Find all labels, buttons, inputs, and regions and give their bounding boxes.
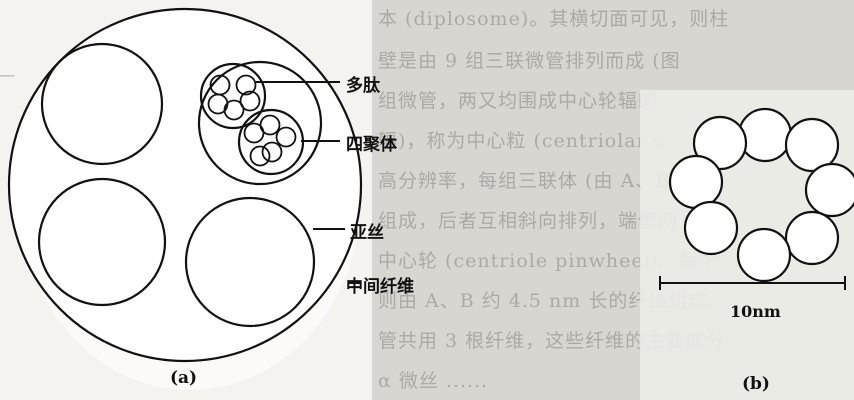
- label-tetramer: 四聚体: [346, 135, 397, 155]
- ring-circle-top-left: [692, 115, 748, 171]
- polypeptide-circle: [275, 126, 297, 148]
- polypeptide-circle: [239, 90, 261, 112]
- background-text-line: 壁是由 9 组三联微管排列而成 (图: [378, 50, 681, 72]
- polypeptide-circle: [249, 145, 271, 167]
- label-subfilament: 亚丝: [350, 223, 384, 243]
- ring-circle-bottom: [736, 227, 792, 283]
- left-background-text: 一: [0, 66, 17, 88]
- ring-circle-top: [737, 107, 793, 163]
- intermediate-filament-outer-circle: [7, 7, 363, 363]
- label-polypeptide: 多肽: [346, 76, 380, 96]
- figure-b: [668, 107, 854, 283]
- background-text-line: 本 (diplosome)。其横切面可见，则柱: [378, 8, 730, 30]
- background-text-line: α 微丝 ......: [378, 370, 489, 392]
- subfilament-circle-bottom-left: [37, 177, 167, 307]
- subfilament-circle-top-right: [197, 60, 323, 186]
- ring-circle-top-right: [784, 117, 840, 173]
- ring-circle-bottom-left: [683, 200, 739, 256]
- ring-circle-right: [804, 162, 854, 218]
- polypeptide-circle: [259, 114, 281, 136]
- background-text-line: 高分辨率，每组三联体 (由 A、B、C: [378, 170, 706, 192]
- ring-circle-left: [668, 154, 724, 210]
- caption-a: (a): [170, 368, 198, 388]
- scale-bar: [659, 276, 846, 290]
- caption-b: (b): [742, 374, 770, 394]
- tetramer-circle-upper: [199, 62, 267, 130]
- polypeptide-circle: [261, 141, 283, 163]
- subfilament-circle-bottom-right: [184, 196, 316, 328]
- background-text-line: 中心轮 (centriole pinwheel)。每个: [378, 250, 720, 272]
- background-text-line: 管共用 3 根纤维，这些纤维的主要成分: [378, 330, 726, 352]
- leader-lines: [256, 81, 360, 284]
- scale-bar-label: 10nm: [730, 302, 781, 321]
- background-text-line: 组微管，两又均围成中心轮辐的: [378, 90, 659, 112]
- polypeptide-circle: [235, 74, 257, 96]
- background-text-line: 组成，后者互相斜向排列，端值网: [378, 210, 679, 232]
- ring-circle-bottom-right: [784, 210, 840, 266]
- label-intermediate-filament: 中间纤维: [346, 277, 414, 297]
- figure-a: [7, 7, 363, 363]
- subfilament-circle-top-left: [40, 42, 164, 166]
- background-text-line: 辐)，称为中心粒 (centriolar s: [378, 130, 665, 152]
- polypeptide-circle: [223, 99, 245, 121]
